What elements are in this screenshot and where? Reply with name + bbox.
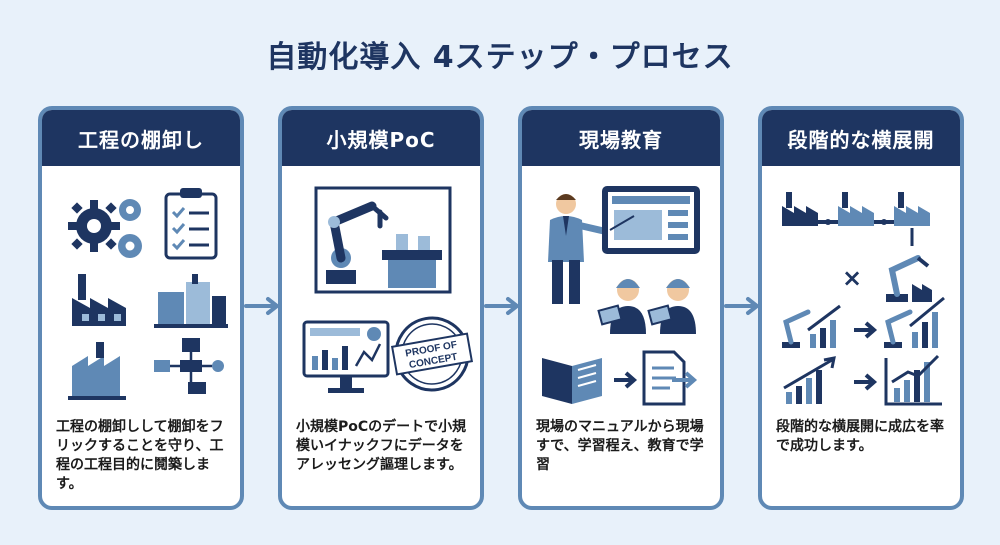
step-1-illustration	[68, 188, 228, 400]
step-1-description: 工程の棚卸しして棚卸をフリックすることを守り、工程の工程目的に鬩築します。	[56, 419, 224, 492]
step-card-3: 現場教育	[518, 106, 724, 510]
step-4-illustration: ×	[782, 192, 945, 406]
step-2-illustration: PROOF OF CONCEPT	[302, 186, 474, 393]
page-title: 自動化導入 4ステップ・プロセス	[266, 40, 734, 75]
step-card-2: 小規模PoC	[278, 106, 484, 510]
document-icon	[642, 350, 698, 406]
arrow-right-icon	[724, 297, 761, 315]
step-1-heading: 工程の棚卸し	[42, 110, 240, 166]
robot-arm-icon	[314, 186, 452, 294]
growth-chart-icon	[783, 356, 836, 404]
connected-factories-icon	[782, 192, 930, 246]
factory-icon	[72, 274, 126, 326]
presenter-icon	[548, 194, 612, 304]
manual-book-icon	[542, 358, 602, 404]
step-2-description: 小規模PoCのデートで小規模いイナックフにデータをアレッセング謳理します。	[296, 419, 467, 473]
arrow-right-icon	[614, 371, 638, 389]
growth-chart-icon	[782, 304, 841, 348]
step-3-illustration	[542, 186, 700, 406]
tablet-screen-icon	[602, 186, 700, 254]
proof-of-concept-stamp-icon: PROOF OF CONCEPT	[390, 316, 474, 392]
arrow-right-icon	[484, 297, 521, 315]
clipboard-checklist-icon	[164, 188, 218, 260]
flowchart-icon	[154, 338, 224, 394]
step-3-heading: 現場教育	[522, 110, 720, 166]
step-2-heading: 小規模PoC	[282, 110, 480, 166]
monitor-dashboard-icon	[302, 320, 390, 393]
robot-arm-icon	[886, 255, 932, 302]
arrow-right-icon	[244, 297, 281, 315]
workers-tablets-icon	[597, 279, 696, 334]
step-4-description: 段階的な横展開に成広を率で成功します。	[776, 419, 944, 454]
arrow-right-icon	[854, 373, 878, 391]
growth-chart-icon	[884, 296, 945, 348]
arrow-right-icon	[854, 321, 878, 339]
growth-chart-icon	[884, 354, 942, 406]
multiply-icon: ×	[842, 264, 862, 292]
step-card-4: 段階的な横展開 ×	[758, 106, 964, 510]
step-3-description: 現場のマニュアルから現場すで、学習程え、教育で学習	[536, 419, 704, 473]
gears-icon	[68, 199, 142, 258]
factory-complex-icon	[154, 274, 228, 328]
factory-icon	[68, 342, 126, 400]
step-card-1: 工程の棚卸し	[38, 106, 244, 510]
step-4-heading: 段階的な横展開	[762, 110, 960, 166]
